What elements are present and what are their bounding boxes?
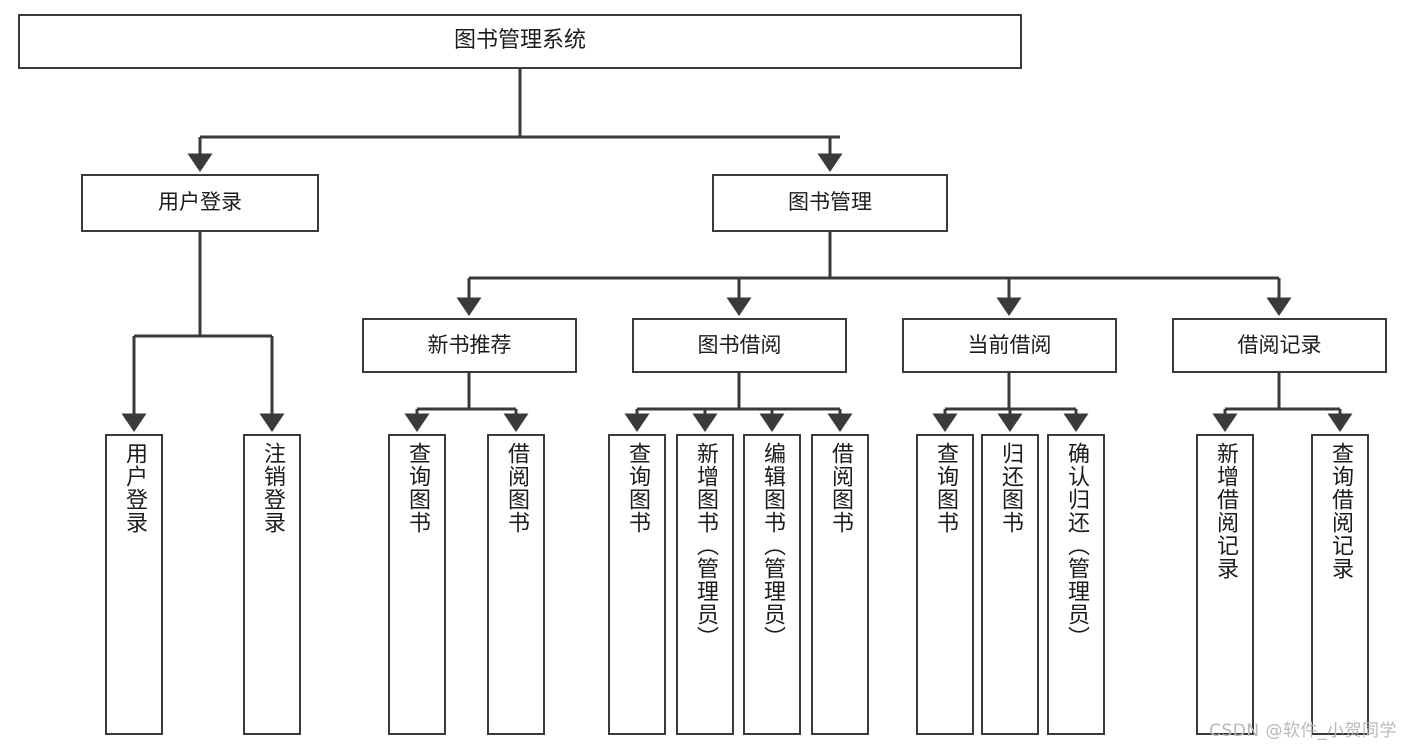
node-root[interactable]: 图书管理系统 [18,14,1022,69]
node-leaf-add-record-label: 新增借阅记录 [1213,442,1238,580]
node-leaf-query-book-borrow[interactable]: 查询图书 [608,434,666,735]
node-leaf-add-book-label: 新增图书（管理员） [693,442,718,649]
node-book-borrow[interactable]: 图书借阅 [632,318,847,373]
node-leaf-user-login[interactable]: 用户登录 [105,434,163,735]
node-book-manage[interactable]: 图书管理 [712,174,948,232]
node-borrow-record[interactable]: 借阅记录 [1172,318,1387,373]
node-leaf-logout-label: 注销登录 [260,442,285,534]
node-leaf-add-record[interactable]: 新增借阅记录 [1196,434,1254,735]
node-leaf-confirm-return-label: 确认归还（管理员） [1064,442,1089,649]
node-leaf-query-book-cur[interactable]: 查询图书 [916,434,974,735]
node-leaf-edit-book-label: 编辑图书（管理员） [760,442,785,649]
watermark-text: CSDN @软件_小贺同学 [1209,721,1397,741]
node-user-login[interactable]: 用户登录 [81,174,319,232]
node-leaf-query-record-label: 查询借阅记录 [1328,442,1353,580]
node-leaf-borrow-book[interactable]: 借阅图书 [811,434,869,735]
node-leaf-confirm-return[interactable]: 确认归还（管理员） [1047,434,1105,735]
node-leaf-borrow-book-rec-label: 借阅图书 [504,442,529,534]
node-current-borrow[interactable]: 当前借阅 [902,318,1117,373]
node-book-borrow-label: 图书借阅 [697,332,782,357]
node-leaf-query-book-rec-label: 查询图书 [405,442,430,534]
node-leaf-query-book-borrow-label: 查询图书 [625,442,650,534]
node-current-borrow-label: 当前借阅 [967,332,1052,357]
node-new-book-recommend-label: 新书推荐 [427,332,512,357]
node-leaf-query-record[interactable]: 查询借阅记录 [1311,434,1369,735]
node-new-book-recommend[interactable]: 新书推荐 [362,318,577,373]
node-root-label: 图书管理系统 [453,28,586,54]
node-leaf-query-book-cur-label: 查询图书 [933,442,958,534]
node-leaf-return-book-label: 归还图书 [998,442,1023,534]
node-leaf-edit-book[interactable]: 编辑图书（管理员） [743,434,801,735]
node-leaf-add-book[interactable]: 新增图书（管理员） [676,434,734,735]
node-leaf-logout[interactable]: 注销登录 [243,434,301,735]
node-leaf-borrow-book-label: 借阅图书 [828,442,853,534]
node-leaf-borrow-book-rec[interactable]: 借阅图书 [487,434,545,735]
node-book-manage-label: 图书管理 [788,190,872,215]
node-user-login-label: 用户登录 [158,190,242,215]
node-leaf-query-book-rec[interactable]: 查询图书 [388,434,446,735]
node-borrow-record-label: 借阅记录 [1237,332,1322,357]
node-leaf-user-login-label: 用户登录 [122,442,147,534]
node-leaf-return-book[interactable]: 归还图书 [981,434,1039,735]
